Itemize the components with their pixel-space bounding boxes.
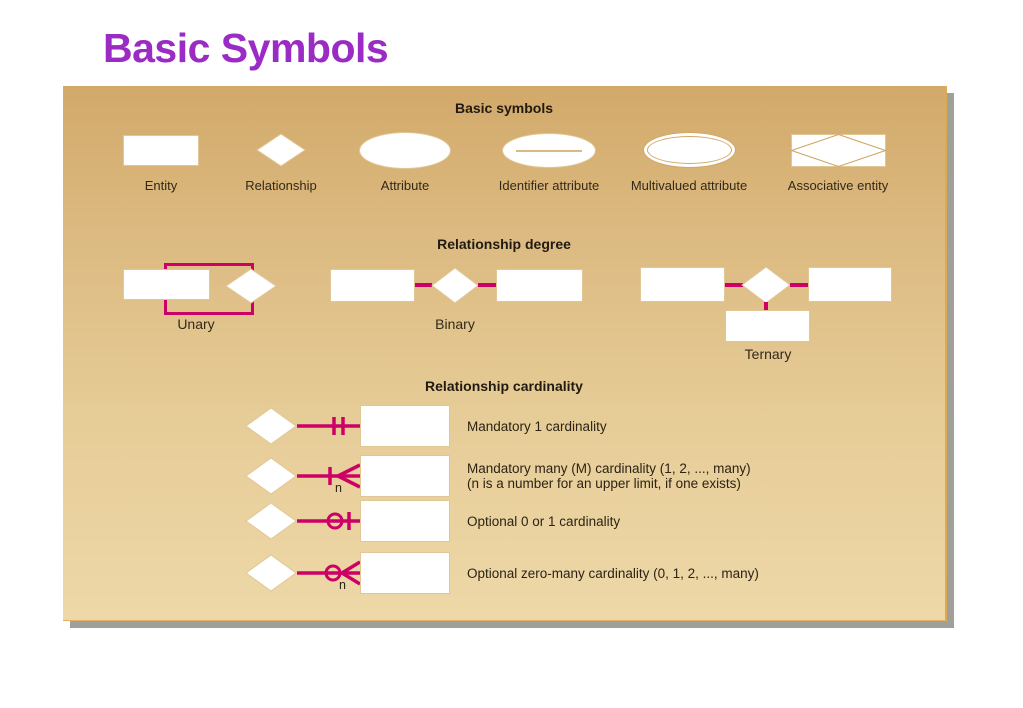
section-heading-basic-symbols: Basic symbols <box>454 100 554 116</box>
legend-label: Attribute <box>380 178 430 193</box>
cardinality-label: Optional 0 or 1 cardinality <box>467 513 621 529</box>
multivalued-attribute-double-ellipse-shape <box>642 132 736 168</box>
cardinality-label-line2: (n is a number for an upper limit, if on… <box>467 476 741 491</box>
legend-label: Associative entity <box>787 178 889 193</box>
legend-label: Entity <box>144 178 178 193</box>
entity-rectangle <box>360 500 450 542</box>
binary-right-connector-line <box>478 283 496 287</box>
relationship-diamond <box>245 502 297 540</box>
relationship-diamond-shape <box>256 133 306 167</box>
ternary-bottom-entity-rectangle <box>725 310 810 342</box>
legend-item-identifier-attribute: Identifier attribute <box>489 130 609 193</box>
ternary-relationship-diamond <box>741 266 791 304</box>
figure-panel: Basic symbols Entity Relationship Attrib… <box>63 86 947 621</box>
optional-one-notation-icon <box>297 512 360 530</box>
legend-item-associative-entity: Associative entity <box>778 130 898 193</box>
binary-left-connector-line <box>415 283 432 287</box>
entity-rectangle-shape <box>123 134 199 166</box>
ternary-right-connector-line <box>790 283 808 287</box>
unary-entity-rectangle <box>123 269 210 300</box>
unary-relationship-diamond <box>225 268 277 304</box>
section-heading-relationship-degree: Relationship degree <box>437 236 571 252</box>
legend-label: Identifier attribute <box>498 178 600 193</box>
mandatory-many-notation-icon <box>297 463 360 489</box>
upper-limit-n-marker: n <box>335 481 342 495</box>
mandatory-many-connector: n <box>297 455 360 497</box>
cardinality-row-optional-zero-many: n Optional zero-many cardinality (0, 1, … <box>245 552 759 594</box>
degree-label-unary: Unary <box>177 316 215 332</box>
relationship-diamond <box>245 457 297 495</box>
optional-many-notation-icon <box>297 560 360 586</box>
binary-right-entity-rectangle <box>496 269 583 302</box>
binary-left-entity-rectangle <box>330 269 415 302</box>
cardinality-label-line1: Mandatory many (M) cardinality (1, 2, ..… <box>467 461 751 476</box>
legend-item-attribute: Attribute <box>345 130 465 193</box>
legend-item-entity: Entity <box>101 130 221 193</box>
optional-one-connector <box>297 500 360 542</box>
identifier-attribute-ellipse-shape <box>502 132 596 168</box>
cardinality-label: Optional zero-many cardinality (0, 1, 2,… <box>467 565 759 581</box>
mandatory-one-connector <box>297 405 360 447</box>
entity-rectangle <box>360 552 450 594</box>
degree-label-ternary: Ternary <box>744 346 792 362</box>
legend-label: Relationship <box>245 178 317 193</box>
cardinality-row-optional-zero-or-one: Optional 0 or 1 cardinality <box>245 500 620 542</box>
optional-many-connector: n <box>297 552 360 594</box>
cardinality-row-mandatory-one: Mandatory 1 cardinality <box>245 405 607 447</box>
legend-item-relationship: Relationship <box>221 130 341 193</box>
entity-rectangle <box>360 455 450 497</box>
cardinality-label: Mandatory many (M) cardinality (1, 2, ..… <box>467 461 751 491</box>
cardinality-label: Mandatory 1 cardinality <box>467 418 607 434</box>
ternary-right-entity-rectangle <box>808 267 892 302</box>
ternary-left-entity-rectangle <box>640 267 725 302</box>
relationship-diamond <box>245 554 297 592</box>
entity-rectangle <box>360 405 450 447</box>
upper-limit-n-marker: n <box>339 578 346 592</box>
section-heading-relationship-cardinality: Relationship cardinality <box>425 378 583 394</box>
relationship-diamond <box>245 407 297 445</box>
binary-relationship-diamond <box>431 267 479 304</box>
legend-label: Multivalued attribute <box>630 178 748 193</box>
mandatory-one-notation-icon <box>297 417 360 435</box>
degree-label-binary: Binary <box>435 316 475 332</box>
attribute-ellipse-shape <box>359 131 451 169</box>
associative-entity-shape <box>790 133 886 167</box>
cardinality-row-mandatory-many: n Mandatory many (M) cardinality (1, 2, … <box>245 455 751 497</box>
legend-item-multivalued-attribute: Multivalued attribute <box>626 130 752 193</box>
identifier-underline <box>515 150 583 152</box>
ternary-left-connector-line <box>725 283 743 287</box>
inner-ellipse-outline <box>646 136 732 164</box>
slide-title: Basic Symbols <box>103 25 389 71</box>
ternary-bottom-connector-line <box>764 302 768 312</box>
